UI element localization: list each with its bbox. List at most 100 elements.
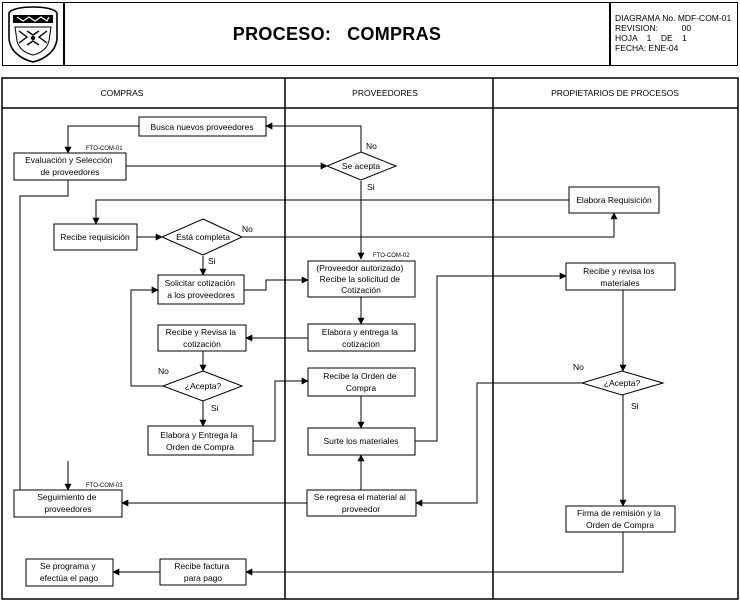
diamond-se-acepta [325, 151, 398, 181]
svg-text:Firma de remisión y la Ord: Firma de remisión y la Orden de Compra [577, 508, 663, 530]
recibe-req-line1: Recibe requisición [60, 232, 130, 242]
university-crest-logo [8, 6, 58, 63]
diamond-acepta-propietarios [580, 370, 665, 396]
line-evaluacion-to-seguimiento [19, 180, 69, 492]
elabora-cot-line1: Elabora y entrega la [322, 327, 398, 337]
svg-text:Recibe y Revisa la cotizac: Recibe y Revisa la cotización [166, 327, 239, 349]
svg-text:Recibe requisición: Recibe requisición [60, 232, 130, 242]
prov-recibe-line3: Cotización [341, 285, 381, 295]
factura-line1: Recibe factura [174, 561, 229, 571]
si-label-acepta-compras: Si [211, 403, 219, 413]
decision-se-acepta-label: Se acepta [342, 161, 381, 171]
svg-text:Recibe y revisa los materi: Recibe y revisa los materiales [583, 266, 657, 288]
busca-line1: Busca nuevos proveedores [150, 122, 253, 132]
lanes-border [1, 77, 739, 600]
firma-line2: Orden de Compra [586, 520, 654, 530]
box-recibe-factura [159, 558, 247, 586]
solicitar-line2: a los proveedores [167, 290, 235, 300]
seguimiento-line1: Seguimiento de [37, 492, 96, 502]
svg-text:Elabora y Entrega la Orden: Elabora y Entrega la Orden de Compra [160, 430, 239, 452]
pago-line1: Se programa y [40, 561, 96, 571]
decision-acepta-compras-label: ¿Acepta? [185, 381, 222, 391]
arrow-no-to-requisicion [242, 212, 618, 238]
box-programa-pago [25, 558, 114, 587]
surte-line1: Surte los materiales [323, 436, 398, 446]
box-seguimiento [13, 489, 123, 518]
meta-sheet: HOJA 1 DE 1 [615, 33, 687, 43]
svg-text:Se regresa el material al: Se regresa el material al proveedor [314, 492, 409, 514]
diamond-esta-completa [160, 218, 244, 256]
no-label-completa: No [242, 224, 253, 234]
box-firma-remision [565, 505, 676, 533]
elabora-oc-line1: Elabora y Entrega la [160, 430, 237, 440]
svg-text:Solicitar cotización a los: Solicitar cotización a los proveedores [165, 278, 238, 300]
svg-text:Busca nuevos proveedores: Busca nuevos proveedores [150, 122, 253, 132]
ref-fto-com-03: FTO-COM-03 [86, 483, 123, 489]
revisa-mat-line1: Recibe y revisa los [583, 266, 654, 276]
box-regresa-material [306, 489, 417, 517]
box-elabora-cotizacion [307, 323, 416, 352]
factura-line2: para pago [184, 573, 223, 583]
svg-text:Surte los materiales: Surte los materiales [323, 436, 398, 446]
svg-text:Recibe la Orden de Compra: Recibe la Orden de Compra [323, 371, 399, 393]
box-elabora-requisicion [568, 186, 660, 214]
arrow-oc-to-recibe-oc [253, 377, 309, 442]
recibe-oc-line1: Recibe la Orden de [323, 371, 397, 381]
diagram-header: PROCESO: COMPRAS DIAGRAMA No. MDF-COM-01… [0, 0, 740, 70]
revisa-mat-line2: materiales [600, 278, 639, 288]
meta-diagram-number: DIAGRAMA No. MDF-COM-01 [615, 13, 732, 23]
process-boxes [13, 116, 676, 587]
evaluacion-line1: Evaluación y Selección [25, 155, 113, 165]
si-label-se-acepta: Si [367, 182, 375, 192]
svg-text:Evaluación y Selección de: Evaluación y Selección de proveedores [25, 155, 115, 177]
arrow-requisicion-to-recibe [92, 199, 569, 225]
arrow-solicitar-to-prov [244, 276, 309, 291]
connectors [19, 122, 627, 576]
lane-title-compras: COMPRAS [101, 88, 144, 98]
svg-text:Recibe factura para pago: Recibe factura para pago [174, 561, 231, 583]
box-solicitar-cotizacion [157, 274, 245, 305]
arrow-firma-to-factura [245, 532, 624, 576]
seguimiento-line2: proveedores [44, 504, 91, 514]
box-elabora-entrega-oc [147, 425, 254, 456]
diamond-acepta-compras [161, 370, 244, 402]
arrow-busca-to-evaluacion [64, 125, 139, 154]
box-busca-proveedores [138, 116, 267, 137]
decision-esta-completa-label: Está completa [176, 232, 230, 242]
elabora-cot-line2: cotizacion [342, 339, 380, 349]
logo-box [2, 2, 64, 66]
ref-fto-com-01: FTO-COM-01 [86, 146, 123, 152]
meta-date: FECHA: ENE-04 [615, 43, 679, 53]
box-surte-materiales [307, 427, 416, 456]
firma-line1: Firma de remisión y la [577, 508, 661, 518]
svg-text:(Proveedor autorizado) Rec: (Proveedor autorizado) Recibe la solicit… [316, 263, 405, 295]
lane-title-propietarios: PROPIETARIOS DE PROCESOS [551, 88, 679, 98]
svg-text:Elabora Requisición: Elabora Requisición [576, 195, 652, 205]
arrow-no-to-regresa [415, 382, 582, 507]
ref-fto-com-02: FTO-COM-02 [373, 253, 410, 259]
box-recibe-revisa-cotizacion [157, 324, 247, 352]
prov-recibe-line1: (Proveedor autorizado) [316, 263, 403, 273]
lane-title-proveedores: PROVEEDORES [352, 88, 418, 98]
evaluacion-line2: de proveedores [40, 167, 99, 177]
regresa-line2: proveedor [342, 504, 380, 514]
svg-text:Elabora y entrega la cotiz: Elabora y entrega la cotizacion [322, 327, 400, 349]
meta-revision: REVISION: 00 [615, 23, 692, 33]
no-label-se-acepta: No [366, 141, 377, 151]
revisa-cot-line2: cotización [183, 339, 221, 349]
arrow-no-to-busca [265, 122, 362, 156]
regresa-line1: Se regresa el material al [314, 492, 406, 502]
solicitar-line1: Solicitar cotización [165, 278, 236, 288]
pago-line2: efectúa el pago [40, 573, 98, 583]
elabora-req-line1: Elabora Requisición [576, 195, 652, 205]
box-recibe-oc [307, 367, 416, 397]
revisa-cot-line1: Recibe y Revisa la [166, 327, 237, 337]
title-box: PROCESO: COMPRAS [64, 2, 610, 66]
si-label-acepta-prop: Si [631, 401, 639, 411]
no-label-acepta-compras: No [158, 366, 169, 376]
svg-text:Seguimiento de proveedores: Seguimiento de proveedores [37, 492, 98, 514]
si-label-completa: Si [208, 256, 216, 266]
box-prov-recibe-solicitud [307, 260, 416, 298]
elabora-oc-line2: Orden de Compra [166, 442, 234, 452]
